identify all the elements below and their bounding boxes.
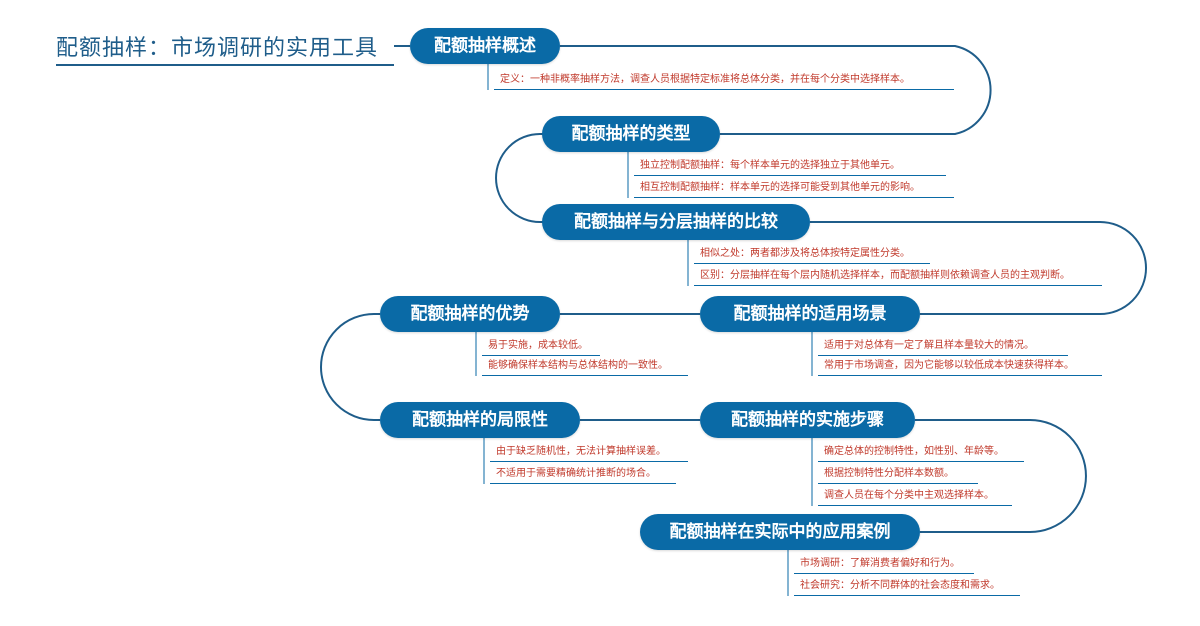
leaf-types-mutual[interactable]: 相互控制配额抽样：样本单元的选择可能受到其他单元的影响。: [634, 180, 954, 198]
root-title[interactable]: 配额抽样：市场调研的实用工具: [56, 34, 394, 66]
leaf-limitations-not-precise[interactable]: 不适用于需要精确统计推断的场合。: [490, 466, 676, 484]
branch-node-overview[interactable]: 配额抽样概述: [410, 28, 560, 64]
branch-node-comparison[interactable]: 配额抽样与分层抽样的比较: [542, 204, 810, 240]
branch-node-types[interactable]: 配额抽样的类型: [542, 116, 720, 152]
leaf-steps-determine[interactable]: 确定总体的控制特性，如性别、年龄等。: [818, 444, 1024, 462]
branch-node-steps[interactable]: 配额抽样的实施步骤: [700, 402, 915, 438]
leaf-steps-allocate[interactable]: 根据控制特性分配样本数额。: [818, 466, 978, 484]
leaf-types-independent[interactable]: 独立控制配额抽样：每个样本单元的选择独立于其他单元。: [634, 158, 946, 176]
branch-node-limitations[interactable]: 配额抽样的局限性: [380, 402, 580, 438]
connector-comparison-to-scenarios: [810, 221, 1147, 315]
leaf-limitations-no-error[interactable]: 由于缺乏随机性，无法计算抽样误差。: [490, 444, 688, 462]
leaf-steps-select[interactable]: 调查人员在每个分类中主观选择样本。: [818, 488, 1012, 506]
leaf-advantages-consistency[interactable]: 能够确保样本结构与总体结构的一致性。: [482, 358, 688, 376]
leaf-cases-market[interactable]: 市场调研：了解消费者偏好和行为。: [794, 556, 974, 574]
branch-node-advantages[interactable]: 配额抽样的优势: [380, 296, 560, 332]
leaf-scenarios-applicable[interactable]: 适用于对总体有一定了解且样本量较大的情况。: [818, 338, 1068, 356]
leaf-scenarios-market[interactable]: 常用于市场调查，因为它能够以较低成本快速获得样本。: [818, 358, 1102, 376]
branch-node-scenarios[interactable]: 配额抽样的适用场景: [700, 296, 920, 332]
leaf-comparison-similarity[interactable]: 相似之处：两者都涉及将总体按特定属性分类。: [694, 246, 930, 264]
leaf-cases-social[interactable]: 社会研究：分析不同群体的社会态度和需求。: [794, 578, 1020, 596]
connector-advantages-to-limitations: [320, 313, 380, 421]
branch-node-cases[interactable]: 配额抽样在实际中的应用案例: [640, 514, 920, 550]
connector-types-to-comparison: [495, 133, 550, 223]
leaf-advantages-easy[interactable]: 易于实施，成本较低。: [482, 338, 600, 356]
connector-steps-to-cases: [915, 419, 1087, 533]
leaf-overview-definition[interactable]: 定义：一种非概率抽样方法，调查人员根据特定标准将总体分类，并在每个分类中选择样本…: [494, 72, 954, 90]
leaf-comparison-difference[interactable]: 区别：分层抽样在每个层内随机选择样本，而配额抽样则依赖调查人员的主观判断。: [694, 268, 1102, 286]
connector-overview-to-types: [560, 45, 992, 135]
